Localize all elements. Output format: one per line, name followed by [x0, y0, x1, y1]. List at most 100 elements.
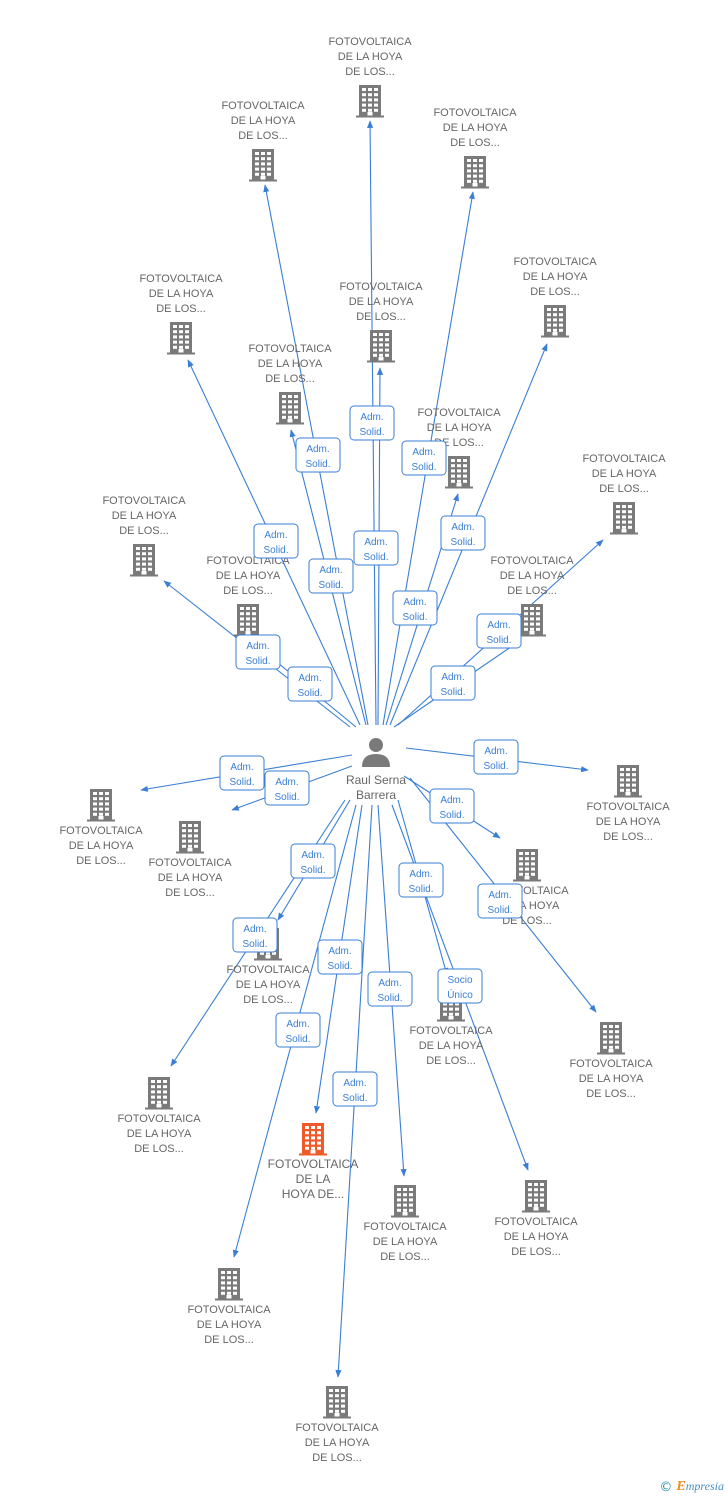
company-name-line: DE LOS...	[356, 311, 406, 323]
relation-label[interactable]: Adm.Solid.	[295, 437, 341, 473]
relation-label-text: Adm.	[451, 522, 474, 533]
relation-label[interactable]: Adm. Solid.	[440, 515, 486, 551]
company-name-line: FOTOVOLTAICA	[409, 1025, 493, 1037]
relation-label[interactable]: Adm. Solid.	[332, 1071, 378, 1107]
relation-label[interactable]: Adm.Solid.	[429, 788, 475, 824]
company-name-line: FOTOVOLTAICA	[139, 273, 223, 285]
company-name-line: DE LOS...	[119, 525, 169, 537]
company-name-line: DE LA HOYA	[338, 51, 403, 63]
company-name-line: DE LA HOYA	[592, 468, 657, 480]
company-name-line: DE LA HOYA	[127, 1128, 192, 1140]
relation-label[interactable]: Adm. Solid.	[473, 739, 519, 775]
relation-label-text: Solid.	[342, 1093, 367, 1104]
relation-label-text: Adm.	[264, 530, 287, 541]
relation-label[interactable]: Adm.Solid.	[398, 862, 444, 898]
relation-label[interactable]: Adm.Solid.	[219, 755, 265, 791]
company-name-line: DE LA HOYA	[504, 1231, 569, 1243]
company-name-line: DE LA HOYA	[112, 510, 177, 522]
relation-label[interactable]: Adm.Solid.	[477, 883, 523, 919]
company-name-line: DE LOS...	[312, 1452, 362, 1464]
building-icon	[323, 1386, 351, 1419]
company-name-line: DE LOS...	[434, 437, 484, 449]
relation-label-text: Adm.	[343, 1078, 366, 1089]
company-name-line: DE LA HOYA	[69, 840, 134, 852]
relation-label[interactable]: Adm.Solid.	[308, 558, 354, 594]
company-name-line: DE LOS...	[507, 585, 557, 597]
company-name-line: FOTOVOLTAICA	[582, 453, 666, 465]
relation-label[interactable]: Adm.Solid.	[401, 440, 447, 476]
building-icon	[518, 604, 546, 637]
company-name-line: DE LOS...	[223, 585, 273, 597]
copyright-icon: ©	[659, 1479, 673, 1495]
company-name-line: DE LA HOYA	[158, 872, 223, 884]
relation-label-text: Adm.	[484, 746, 507, 757]
relation-label-text: Adm.	[328, 946, 351, 957]
relation-label-text: Solid.	[450, 537, 475, 548]
relation-label-text: Solid.	[402, 612, 427, 623]
company-name-line: DE LOS...	[603, 831, 653, 843]
person-node[interactable]: Raul Serna Barrera	[346, 738, 406, 802]
relation-label[interactable]: Adm.Solid.	[235, 634, 281, 670]
relation-label[interactable]: Adm.Solid.	[232, 917, 278, 953]
company-name-line: FOTOVOLTAICA	[417, 407, 501, 419]
company-name-line: DE LOS...	[380, 1251, 430, 1263]
building-icon	[356, 85, 384, 118]
company-name-line: DE LA HOYA	[231, 115, 296, 127]
relation-label[interactable]: Adm.Solid.	[476, 613, 522, 649]
company-name-line: DE LA HOYA	[427, 422, 492, 434]
relation-label[interactable]: Adm.Solid.	[264, 770, 310, 806]
relation-label[interactable]: Adm.Solid.	[275, 1012, 321, 1048]
relation-label-text: Adm.	[364, 537, 387, 548]
relation-label-text: Solid.	[439, 810, 464, 821]
relation-label-text: Solid.	[245, 656, 270, 667]
relation-label-text: Solid.	[318, 580, 343, 591]
relation-label[interactable]: Adm.Solid.	[353, 530, 399, 566]
edge-labels-layer: Adm. Solid. Adm. Solid. Adm. Solid. Adm. Solid.…	[219, 405, 523, 1107]
company-node[interactable]: FOTOVOLTAICA DE LA HOYA DE LOS...	[417, 407, 501, 489]
company-name-line: FOTOVOLTAICA	[295, 1422, 379, 1434]
empresia-logo[interactable]: Empresia	[676, 1479, 724, 1494]
building-icon	[299, 1123, 327, 1156]
relation-label-text: Adm.	[488, 890, 511, 901]
company-name-line: FOTOVOLTAICA	[494, 1216, 578, 1228]
relation-label[interactable]: Adm.Solid.	[430, 665, 476, 701]
person-name-line-2: Barrera	[356, 788, 396, 802]
relation-label-text: Solid.	[483, 761, 508, 772]
relation-label[interactable]: Adm.Solid.	[287, 666, 333, 702]
company-name-line: DE LOS...	[238, 130, 288, 142]
relation-label-text: Único	[447, 988, 473, 1001]
relation-label[interactable]: Adm.Solid.	[367, 971, 413, 1007]
company-name-line: DE LA HOYA	[419, 1040, 484, 1052]
relation-label-text: Solid.	[327, 961, 352, 972]
building-icon	[176, 821, 204, 854]
relation-label[interactable]: Adm. Solid.	[317, 939, 363, 975]
company-name-line: DE LOS...	[204, 1334, 254, 1346]
person-icon	[362, 738, 390, 767]
relation-label[interactable]: Adm.Solid.	[392, 590, 438, 626]
relation-label[interactable]: Adm.Solid.	[290, 843, 336, 879]
relation-label[interactable]: Adm.Solid.	[253, 523, 299, 559]
relation-label[interactable]: Adm.Solid.	[349, 405, 395, 441]
